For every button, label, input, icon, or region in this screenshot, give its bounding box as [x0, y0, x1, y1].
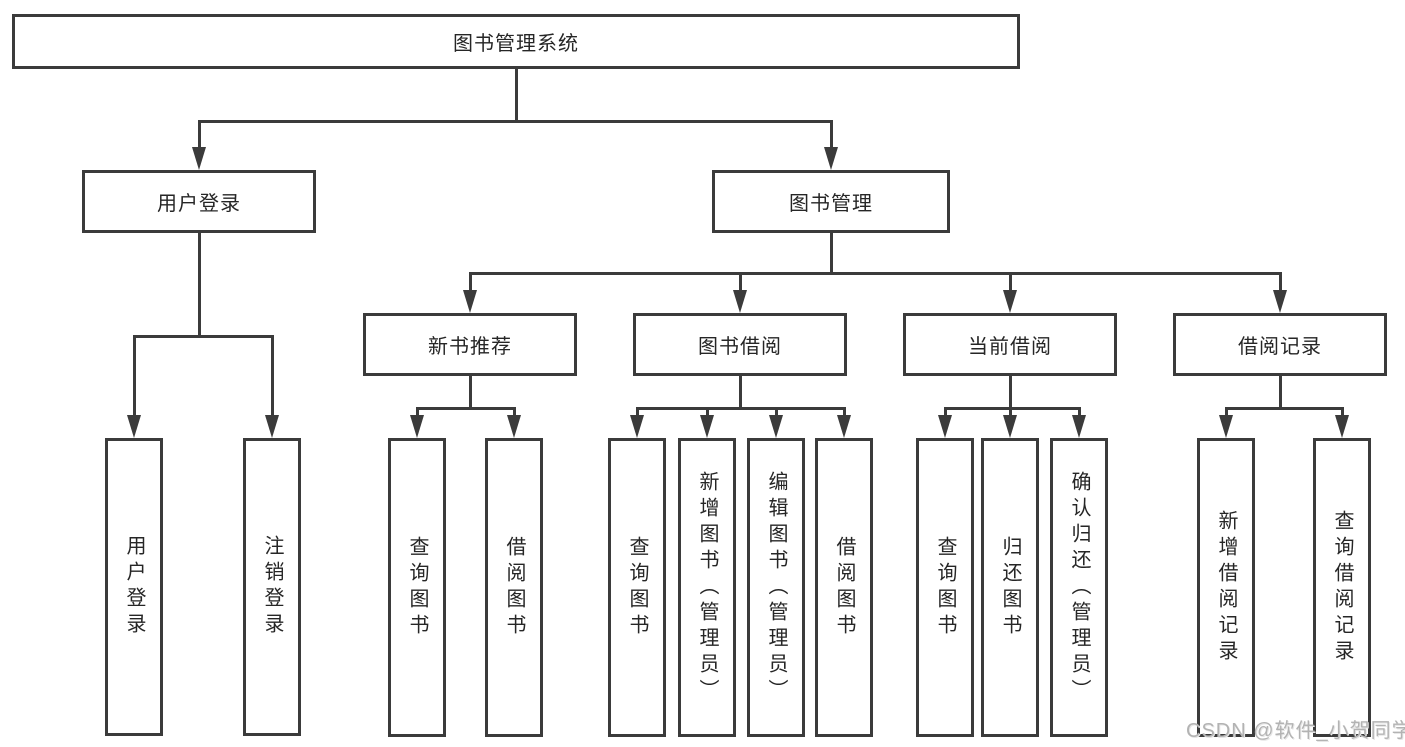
node-leaf-add-book-admin: 新增图书（管理员） [678, 438, 736, 737]
arrowhead-down-icon [507, 415, 521, 438]
arrowhead-down-icon [1003, 290, 1017, 313]
connector-line [468, 376, 472, 410]
connector-line [132, 335, 274, 338]
node-borrow-record: 借阅记录 [1173, 313, 1387, 376]
node-leaf-add-borrow-record: 新增借阅记录 [1197, 438, 1255, 737]
arrowhead-down-icon [463, 290, 477, 313]
connector-line [415, 407, 419, 419]
arrowhead-down-icon [265, 415, 279, 438]
connector-line [943, 407, 1081, 410]
node-root-library-management-system: 图书管理系统 [12, 14, 1020, 69]
connector-line [1224, 407, 1228, 419]
node-leaf-query-book-2: 查询图书 [608, 438, 666, 737]
connector-line [774, 407, 778, 419]
arrowhead-down-icon [700, 415, 714, 438]
connector-line [514, 69, 518, 123]
connector-line [738, 376, 742, 410]
node-leaf-edit-book-admin: 编辑图书（管理员） [747, 438, 805, 737]
connector-line [1340, 407, 1344, 419]
connector-line [197, 233, 201, 338]
arrowhead-down-icon [733, 290, 747, 313]
node-book-management-branch: 图书管理 [712, 170, 950, 233]
watermark: CSDN @软件_小贺同学 [1186, 720, 1405, 742]
connector-line [635, 407, 639, 419]
connector-line [1077, 407, 1081, 419]
connector-line [829, 233, 833, 275]
connector-line [270, 335, 274, 419]
arrowhead-down-icon [1003, 415, 1017, 438]
arrowhead-down-icon [824, 147, 838, 170]
node-user-login-branch: 用户登录 [82, 170, 316, 233]
connector-line [1278, 272, 1282, 294]
node-leaf-query-borrow-record: 查询借阅记录 [1313, 438, 1371, 737]
node-leaf-borrow-book-1: 借阅图书 [485, 438, 543, 737]
connector-line [943, 407, 947, 419]
connector-line [1008, 407, 1012, 419]
node-leaf-borrow-book-2: 借阅图书 [815, 438, 873, 737]
arrowhead-down-icon [630, 415, 644, 438]
connector-line [1224, 407, 1344, 410]
node-book-borrow: 图书借阅 [633, 313, 847, 376]
node-leaf-confirm-return-admin: 确认归还（管理员） [1050, 438, 1108, 737]
connector-line [512, 407, 516, 419]
connector-line [132, 335, 136, 419]
node-leaf-logout: 注销登录 [243, 438, 301, 736]
node-leaf-user-login: 用户登录 [105, 438, 163, 736]
node-leaf-return-book: 归还图书 [981, 438, 1039, 737]
arrowhead-down-icon [127, 415, 141, 438]
node-leaf-query-book-3: 查询图书 [916, 438, 974, 737]
arrowhead-down-icon [1335, 415, 1349, 438]
arrowhead-down-icon [1219, 415, 1233, 438]
connector-line [738, 272, 742, 294]
connector-line [468, 272, 1282, 275]
connector-line [635, 407, 846, 410]
connector-line [829, 120, 833, 151]
node-new-book-recommend: 新书推荐 [363, 313, 577, 376]
arrowhead-down-icon [410, 415, 424, 438]
arrowhead-down-icon [837, 415, 851, 438]
connector-line [1008, 376, 1012, 410]
connector-line [197, 120, 201, 151]
arrowhead-down-icon [1273, 290, 1287, 313]
connector-line [842, 407, 846, 419]
node-current-borrow: 当前借阅 [903, 313, 1117, 376]
connector-line [415, 407, 516, 410]
arrowhead-down-icon [1072, 415, 1086, 438]
connector-line [705, 407, 709, 419]
connector-line [1278, 376, 1282, 410]
node-leaf-query-book-1: 查询图书 [388, 438, 446, 737]
arrowhead-down-icon [769, 415, 783, 438]
connector-line [1008, 272, 1012, 294]
connector-line [468, 272, 472, 294]
arrowhead-down-icon [192, 147, 206, 170]
connector-line [197, 120, 833, 123]
arrowhead-down-icon [938, 415, 952, 438]
